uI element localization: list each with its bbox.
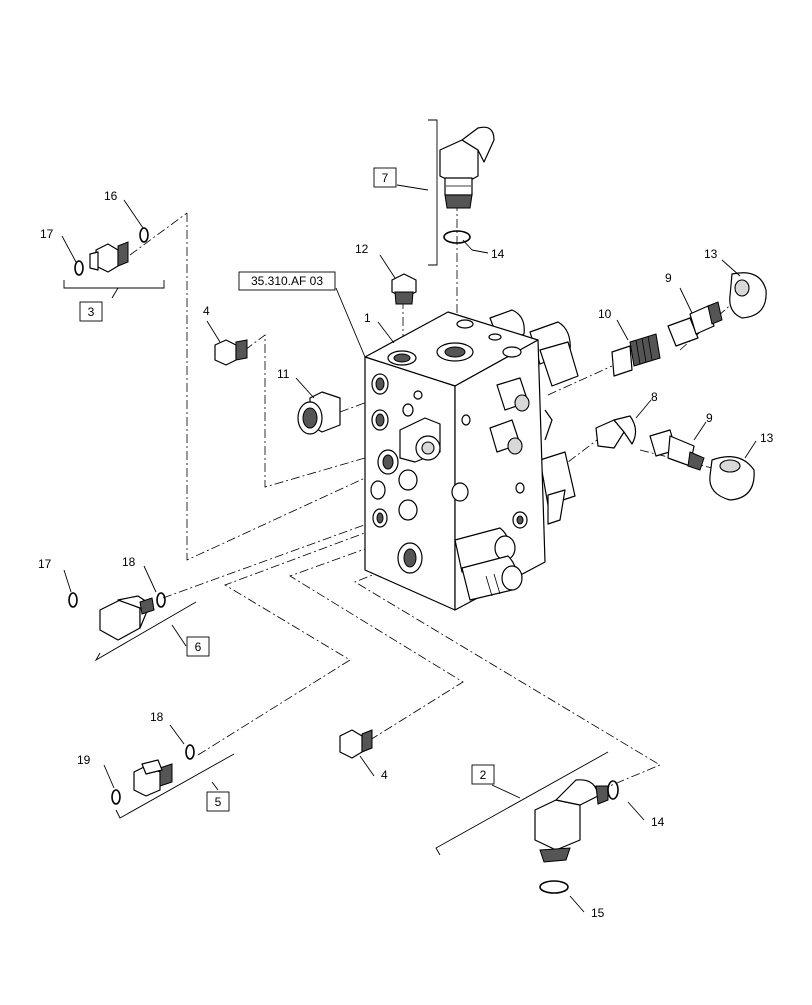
callout-3: 3 <box>88 305 95 319</box>
fitting-10 <box>611 333 661 377</box>
cap-13-upper <box>729 272 767 319</box>
valve-block <box>364 309 579 611</box>
callout-18-lower: 18 <box>150 710 164 724</box>
callout-19: 19 <box>77 753 91 767</box>
callout-14-top: 14 <box>491 247 505 261</box>
callout-5: 5 <box>215 795 222 809</box>
elbow-fitting-6 <box>99 595 155 641</box>
o-ring-14-lower <box>607 780 619 800</box>
fitting-5 <box>133 759 173 797</box>
cap-13-lower <box>709 456 755 501</box>
o-ring-15 <box>539 880 569 894</box>
fitting-9-lower <box>649 429 705 471</box>
fitting-16-17-assembly <box>89 241 129 273</box>
callout-12: 12 <box>355 242 369 256</box>
plain-callouts: 1 12 14 4 11 16 17 10 9 13 8 9 13 17 18 … <box>38 189 774 920</box>
callout-18-upper: 18 <box>122 555 136 569</box>
callout-4-upper: 4 <box>203 304 210 318</box>
callout-9-upper: 9 <box>665 271 672 285</box>
brackets <box>63 119 609 856</box>
o-ring-14-top <box>443 230 471 244</box>
callout-13-lower: 13 <box>760 431 774 445</box>
callout-1: 1 <box>364 311 371 325</box>
reference-label-text: 35.310.AF 03 <box>251 274 323 288</box>
plug-12 <box>391 273 417 305</box>
callout-13-upper: 13 <box>704 247 718 261</box>
plug-4-upper <box>214 339 248 366</box>
elbow-fitting-7 <box>439 126 495 209</box>
o-ring-17-upper <box>74 260 84 276</box>
callout-17-upper: 17 <box>40 227 54 241</box>
callout-2: 2 <box>480 768 487 782</box>
callout-10: 10 <box>598 307 612 321</box>
callout-15: 15 <box>591 906 605 920</box>
o-ring-18-upper <box>156 592 166 608</box>
elbow-fitting-2 <box>534 779 609 863</box>
fitting-9-upper <box>667 301 723 347</box>
reference-label: 35.310.AF 03 <box>238 271 336 291</box>
callout-17-lower: 17 <box>38 557 52 571</box>
callout-8: 8 <box>651 390 658 404</box>
boxed-callouts: 7 3 6 5 2 <box>79 167 495 812</box>
callout-4-lower: 4 <box>381 768 388 782</box>
o-ring-19 <box>111 789 121 805</box>
callout-7: 7 <box>382 171 389 185</box>
o-ring-17-lower <box>68 592 78 608</box>
callout-9-lower: 9 <box>706 411 713 425</box>
fitting-11 <box>297 391 341 435</box>
plug-4-lower <box>339 729 373 759</box>
callout-16: 16 <box>104 189 118 203</box>
fitting-8 <box>595 415 637 449</box>
o-ring-16 <box>139 227 149 243</box>
callout-11: 11 <box>277 367 290 381</box>
callout-14-lower: 14 <box>651 815 665 829</box>
leader-lines <box>61 184 757 913</box>
callout-6: 6 <box>195 640 202 654</box>
o-ring-18-lower <box>185 744 195 760</box>
